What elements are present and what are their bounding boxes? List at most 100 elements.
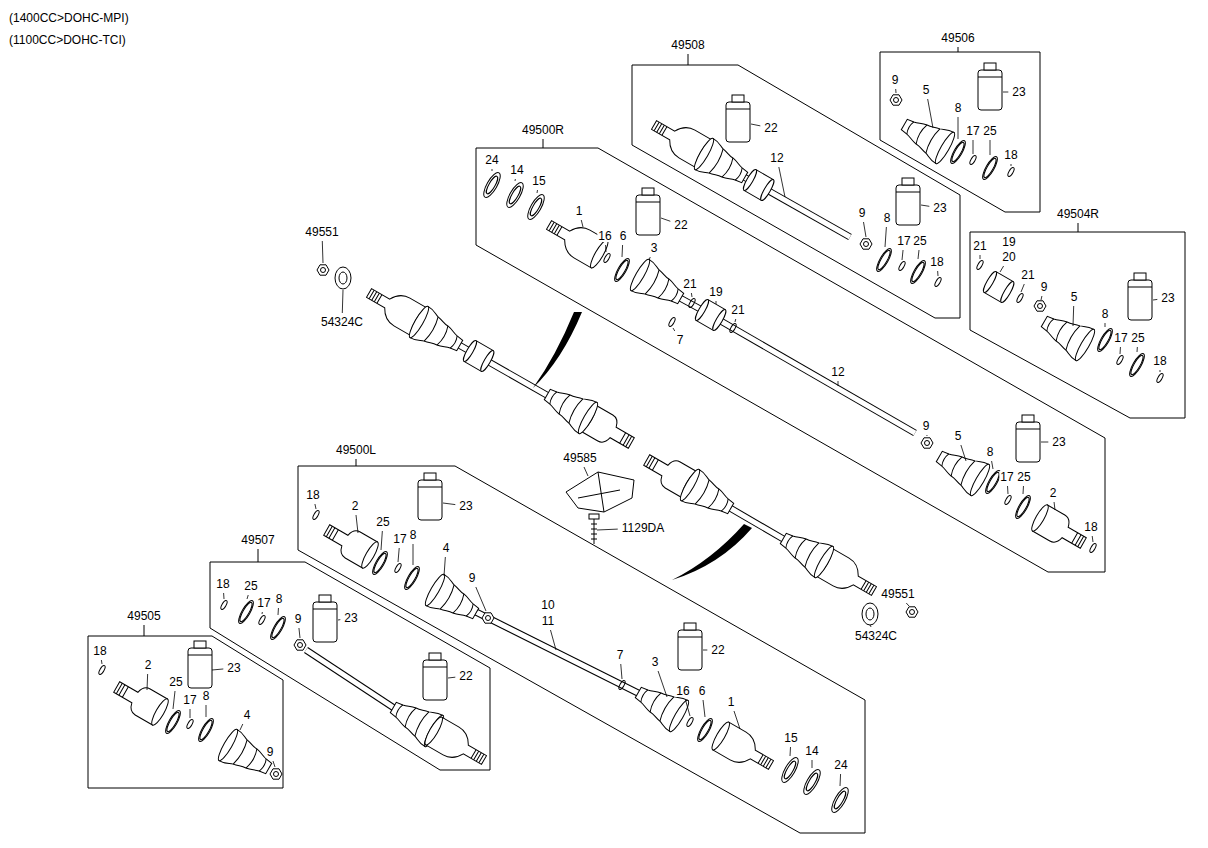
callout-number: 23	[1160, 292, 1175, 304]
leader-line	[515, 179, 516, 181]
leader-line	[240, 724, 243, 730]
part-outline	[525, 192, 548, 221]
assembly-panel: 49508	[632, 31, 960, 318]
part-outline	[220, 600, 228, 611]
part-outline	[313, 595, 337, 642]
part-number: 49585	[562, 452, 597, 464]
callout-number: 11	[541, 615, 555, 627]
part-outline	[481, 170, 504, 199]
part-outline	[981, 270, 1016, 304]
part-outline	[678, 623, 702, 670]
leader-line	[278, 608, 279, 615]
leader-line	[621, 664, 622, 679]
leader-line	[550, 630, 556, 650]
leader-line	[622, 245, 624, 257]
part-outline	[216, 727, 278, 784]
leader-line	[686, 700, 690, 716]
part-outline	[726, 95, 750, 142]
callout-number: 22	[763, 122, 778, 134]
leader-line	[1003, 92, 1008, 93]
part-outline	[980, 155, 1000, 182]
callout-number: 5	[1070, 291, 1079, 303]
callout-number: 8	[883, 212, 892, 224]
heading-leader	[356, 459, 357, 466]
leader-line	[206, 705, 207, 717]
part-outline	[906, 607, 918, 617]
part-outline	[934, 277, 942, 288]
panel-border	[970, 232, 1185, 418]
part-outline	[482, 613, 494, 623]
part-outline	[709, 720, 779, 779]
kit-49507	[220, 595, 492, 774]
leader-line	[990, 140, 991, 155]
leader-line	[398, 548, 399, 562]
leader-line	[605, 245, 606, 252]
part-outline	[719, 320, 915, 433]
leader-line	[597, 529, 618, 531]
panel-border	[476, 148, 1105, 572]
leader-line	[870, 625, 871, 627]
leader-line	[958, 117, 959, 139]
leader-line	[973, 140, 974, 154]
part-outline	[1116, 355, 1124, 366]
leader-line	[443, 503, 455, 505]
callout-number: 2	[351, 500, 360, 512]
assembly-number: 49505	[126, 609, 161, 623]
leader-line	[492, 169, 493, 171]
leader-line	[658, 671, 667, 697]
callout-number: 4	[243, 709, 252, 721]
part-outline	[1127, 352, 1147, 379]
callout-number: 23	[1011, 86, 1026, 98]
kit-49506	[890, 63, 1015, 181]
callout-number: 9	[1040, 281, 1049, 293]
part-outline	[423, 572, 485, 629]
leader-line	[444, 557, 445, 576]
heading-leader	[144, 625, 145, 636]
part-outline	[578, 472, 620, 512]
callout-number: 17	[392, 533, 407, 545]
part-outline	[930, 441, 992, 498]
callout-number: 18	[305, 489, 320, 501]
leader-line	[1011, 164, 1012, 166]
leader-line	[885, 227, 886, 247]
assembly-panel: 49500R	[476, 114, 1105, 572]
leader-line	[101, 660, 103, 664]
part-outline	[896, 178, 920, 225]
callout-number: 9	[858, 207, 867, 219]
part-outline	[423, 653, 447, 700]
leader-line	[356, 515, 358, 533]
leader-line	[584, 467, 588, 476]
leader-line	[212, 669, 223, 670]
kit-49508	[646, 95, 942, 287]
part-outline	[860, 239, 872, 249]
part-outline	[319, 517, 381, 570]
panel-outline	[210, 528, 490, 770]
part-number: 54324C	[854, 630, 898, 642]
part-outline	[163, 709, 183, 736]
callout-number: 17	[999, 471, 1014, 483]
panel-outline	[476, 114, 1105, 572]
part-outline	[898, 261, 906, 272]
panel-border	[298, 466, 865, 833]
part-outline	[969, 155, 977, 166]
leader-line	[864, 222, 867, 237]
heading-leader	[688, 54, 689, 65]
part-outline	[188, 641, 212, 688]
part-outline	[335, 267, 351, 289]
assembly-number: 49500R	[521, 123, 565, 137]
leader-line	[1041, 442, 1048, 443]
part-outline	[629, 677, 691, 734]
part-outline	[678, 467, 740, 524]
part-outline	[407, 304, 469, 361]
part-outline	[268, 615, 288, 642]
part-outline	[603, 253, 611, 264]
assembly-number: 49506	[940, 31, 975, 45]
part-outline	[874, 247, 894, 274]
leader-line	[838, 381, 839, 386]
leader-line	[273, 761, 275, 767]
part-outline	[306, 650, 394, 708]
